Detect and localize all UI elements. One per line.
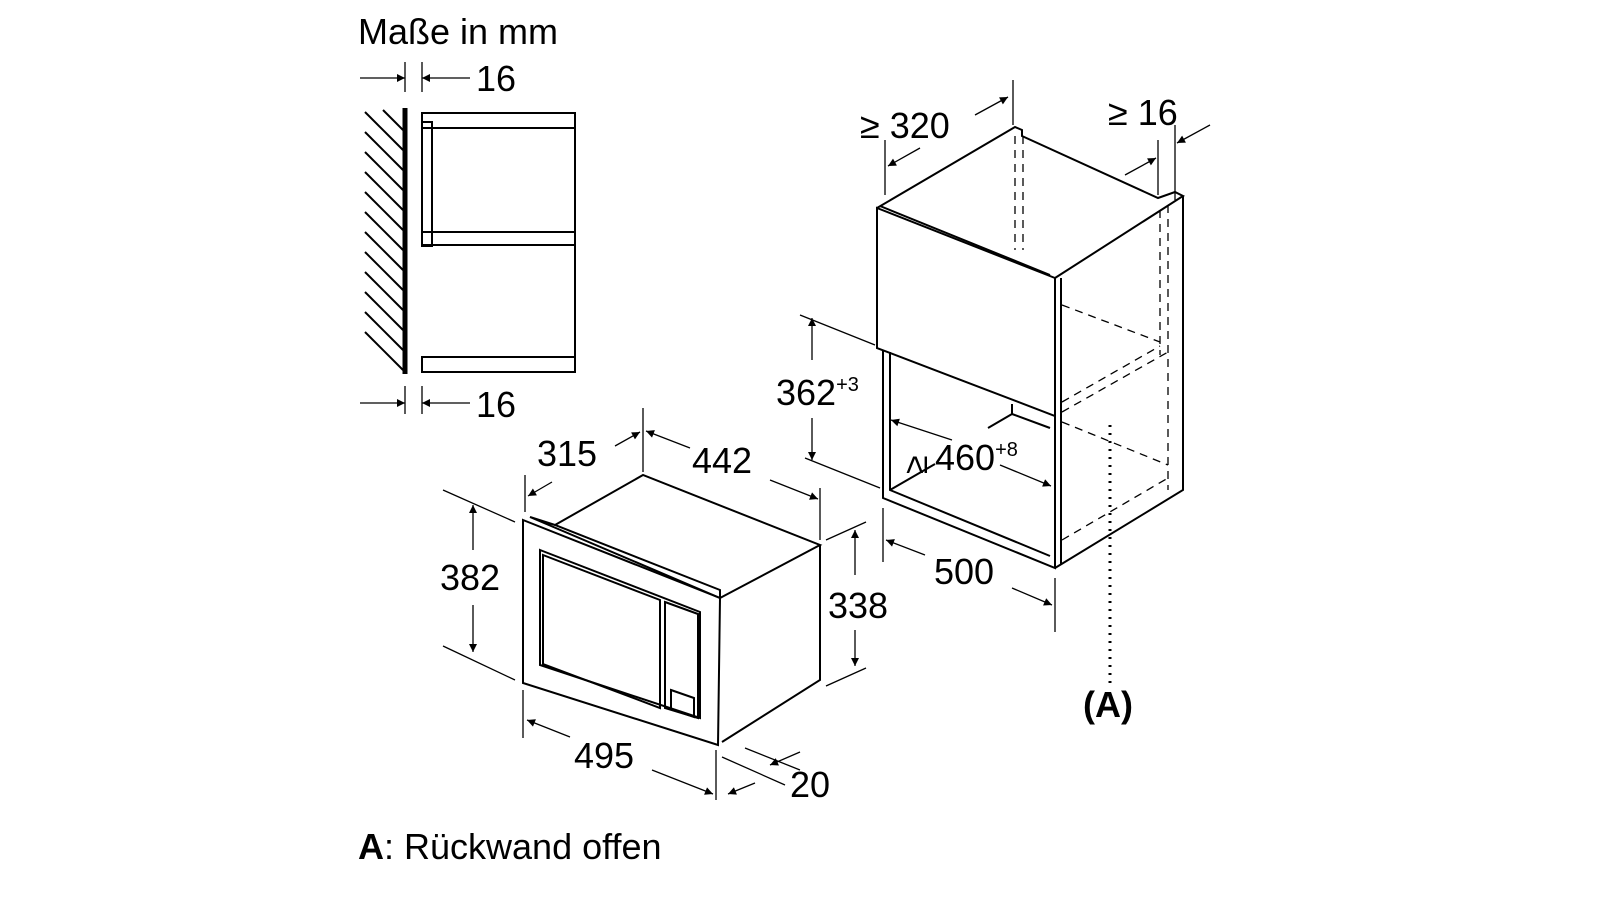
appliance-depth-label: 315 [537,433,597,474]
appliance-front-thickness-label: 20 [790,764,830,805]
appliance-front-width-label: 495 [574,735,634,776]
side-top-gap-label: 16 [476,58,516,99]
niche-drawing [799,80,1211,686]
side-bottom-gap-label: 16 [476,384,516,425]
appliance-body-width-label: 442 [692,440,752,481]
niche-width-ge-label: ≥ [897,455,935,474]
appliance-drawing [442,408,867,800]
niche-height-label: 362+3 [776,372,859,413]
niche-width-number: 460+8 [935,437,1018,478]
niche-depth-total-label: 500 [934,551,994,592]
side-view [360,62,576,414]
rear-open-marker: (A) [1083,684,1133,725]
footnote: A: Rückwand offen [358,826,662,867]
niche-side-min-label: ≥ 16 [1108,92,1178,133]
units-title: Maße in mm [358,11,558,52]
appliance-body-height-label: 338 [828,585,888,626]
wall-hatch [364,109,404,371]
appliance-front-height-label: 382 [440,557,500,598]
niche-depth-min-label: ≥ 320 [860,105,950,146]
